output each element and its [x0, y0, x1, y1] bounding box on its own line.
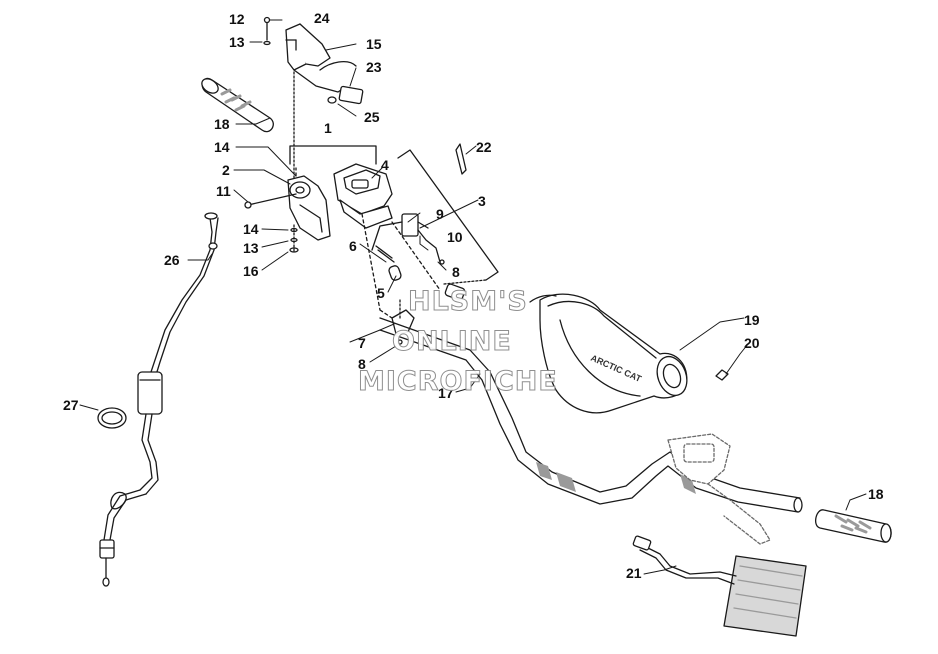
- part-label-15: 15: [366, 36, 382, 52]
- part-label-13b: 13: [243, 240, 259, 256]
- part-label-12: 12: [229, 11, 245, 27]
- screw: [715, 369, 729, 381]
- part-label-1: 1: [324, 120, 332, 136]
- part-label-19: 19: [744, 312, 760, 328]
- throttle-lever: [263, 16, 364, 179]
- part-label-18b: 18: [868, 486, 884, 502]
- part-label-8a: 8: [452, 264, 460, 280]
- part-label-16: 16: [243, 263, 259, 279]
- part-label-11: 11: [216, 183, 231, 199]
- pin: [455, 143, 467, 175]
- part-label-24: 24: [314, 10, 330, 26]
- part-label-27: 27: [63, 397, 79, 413]
- guide-lines: [295, 167, 441, 319]
- part-label-23: 23: [366, 59, 382, 75]
- pins: [375, 245, 402, 281]
- part-label-20: 20: [744, 335, 760, 351]
- part-label-2: 2: [222, 162, 230, 178]
- watermark-line-3: MICROFICHE: [358, 366, 558, 398]
- hand-guard: [529, 293, 688, 414]
- part-label-10: 10: [447, 229, 463, 245]
- part-label-6: 6: [349, 238, 357, 254]
- part-label-18a: 18: [214, 116, 230, 132]
- watermark-line-2: ONLINE: [392, 326, 512, 358]
- part-label-9: 9: [436, 206, 444, 222]
- part-label-5: 5: [377, 285, 385, 301]
- leader-lines: [79, 19, 867, 575]
- part-label-13a: 13: [229, 34, 245, 50]
- kill-switch: [371, 213, 445, 265]
- cable-clamp: [97, 407, 127, 429]
- part-label-4: 4: [381, 157, 389, 173]
- part-label-17: 17: [438, 385, 454, 401]
- switch-housing: [333, 163, 393, 229]
- left-grip: [201, 77, 274, 133]
- part-label-25: 25: [364, 109, 380, 125]
- grip-heater: [632, 535, 807, 637]
- brake-lever: [667, 433, 771, 545]
- part-label-21: 21: [626, 565, 642, 581]
- part-label-8b: 8: [358, 356, 366, 372]
- callout-brackets: [289, 145, 499, 285]
- right-grip: [814, 509, 892, 543]
- part-label-3: 3: [478, 193, 486, 209]
- part-label-22: 22: [476, 139, 492, 155]
- part-label-14b: 14: [243, 221, 259, 237]
- part-label-14a: 14: [214, 139, 230, 155]
- part-label-7: 7: [358, 335, 366, 351]
- part-label-26: 26: [164, 252, 180, 268]
- watermark-line-1: HLSM'S: [408, 286, 528, 318]
- control-housing-left: [244, 175, 331, 253]
- connector: [444, 283, 466, 301]
- throttle-cable: [99, 212, 219, 587]
